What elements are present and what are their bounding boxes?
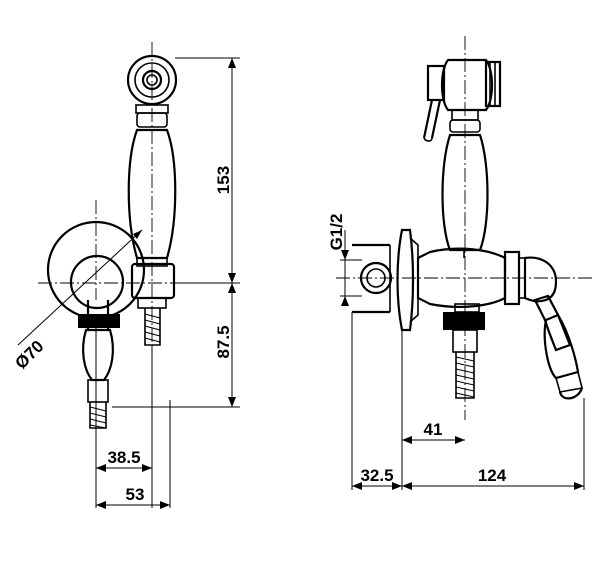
dim-153: 153 [214,166,233,194]
dim-41: 41 [424,420,443,439]
side-view: G1/2 41 32.5 124 [327,36,595,490]
hanger-ring [126,54,178,106]
hose-outlet-side [443,303,485,399]
side-wall-flange [352,228,419,332]
dim-124: 124 [478,466,507,485]
dim-thread-g-1-2: G1/2 [327,214,346,251]
holder-bracket [130,262,176,346]
front-view: 153 87.5 Ø70 38.5 53 [11,42,240,509]
dim-53: 53 [126,485,145,504]
diameter-leader [17,229,143,346]
dim-87-5: 87.5 [214,325,233,358]
hose-outlet-front [78,300,120,429]
handset-body [127,104,177,267]
dim-32-5: 32.5 [360,466,393,485]
side-valve-body [416,247,558,308]
side-head [422,58,502,142]
dim-diameter-70: Ø70 [11,337,47,373]
side-lever-handle [533,294,584,400]
dim-38-5: 38.5 [107,448,140,467]
